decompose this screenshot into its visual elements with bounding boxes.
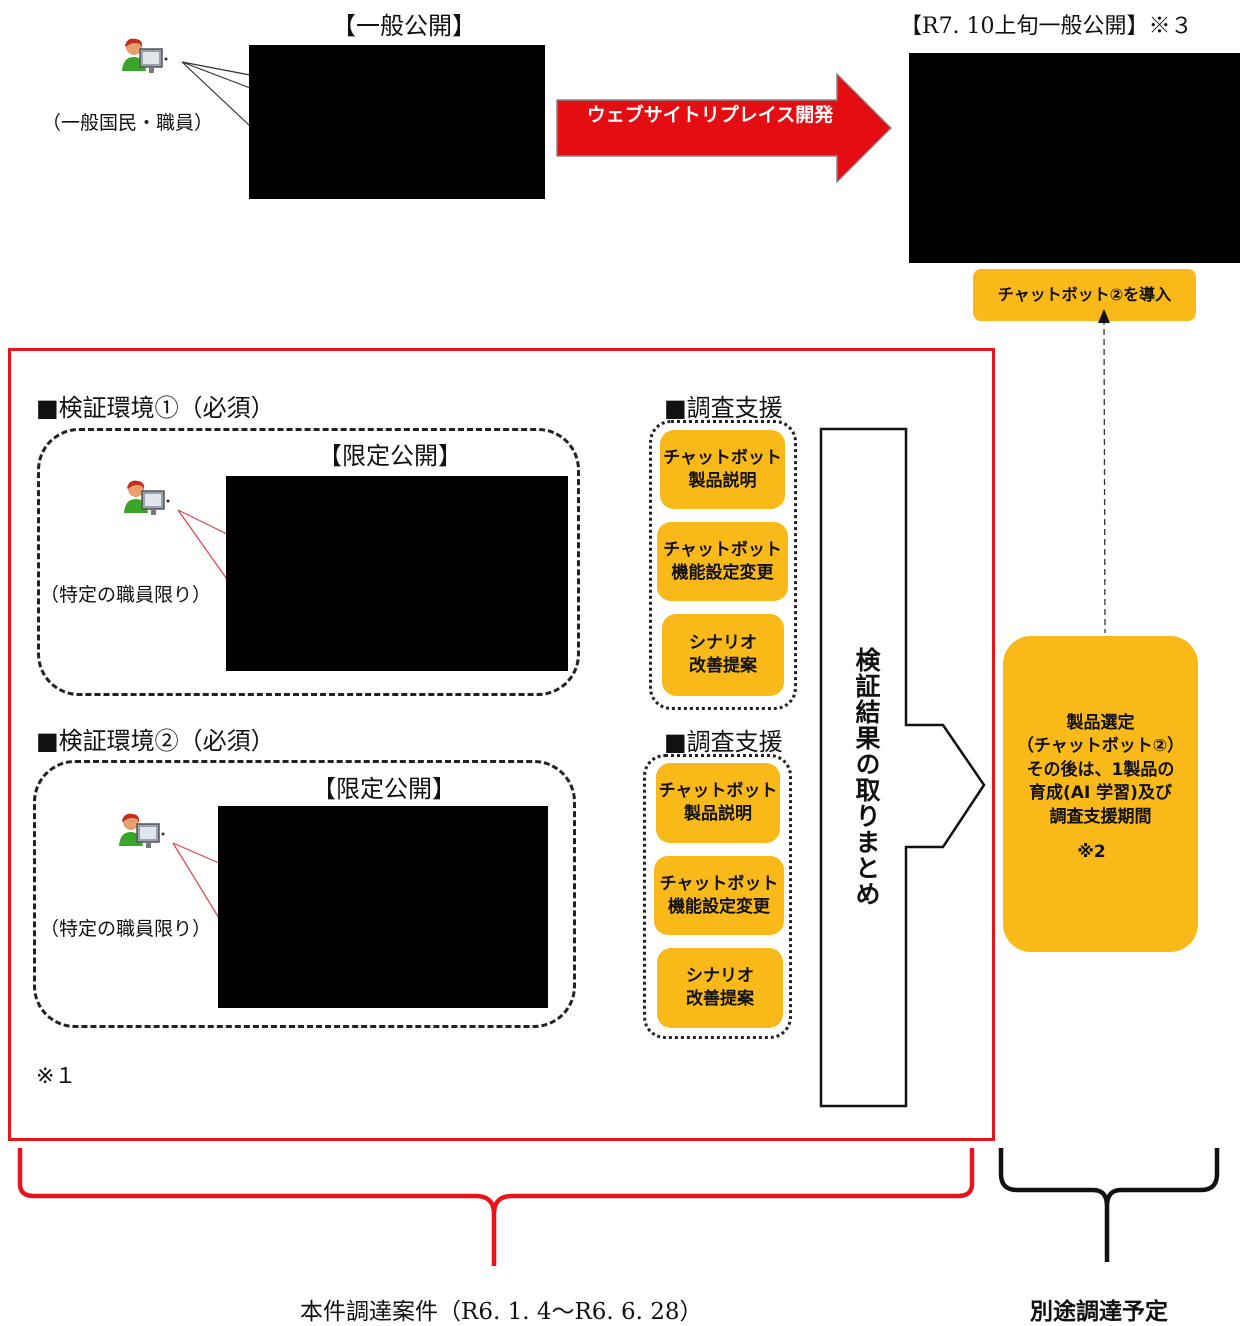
procurement-brace <box>17 1148 975 1266</box>
replace-arrow-label: ウェブサイトリプレイス開発 <box>586 104 834 126</box>
public-label: 【一般公開】 <box>332 12 476 40</box>
env1-container <box>37 428 580 696</box>
product-selection-box: 製品選定 （チャットボット②） その後は、1製品の 育成(AI 学習)及び 調査… <box>1003 636 1198 952</box>
env2-users-label: （特定の職員限り） <box>40 918 212 940</box>
env2-heading: ■検証環境②（必須） <box>36 727 275 755</box>
current-site-redacted <box>249 45 545 199</box>
support1-item-settings: チャットボット 機能設定変更 <box>657 522 788 601</box>
users-label-general: （一般国民・職員） <box>42 112 214 134</box>
future-site-redacted <box>909 53 1240 263</box>
summary-arrow <box>819 427 986 1108</box>
dashed-up-arrow <box>1098 309 1110 634</box>
chatbot2-intro-box: チャットボット②を導入 <box>973 269 1196 321</box>
user-computer-icon <box>118 812 166 849</box>
support2-group <box>643 754 792 1039</box>
env1-heading: ■検証環境①（必須） <box>36 394 275 422</box>
future-public-label: 【R7. 10上旬一般公開】※３ <box>900 14 1193 39</box>
support2-item-settings: チャットボット 機能設定変更 <box>654 856 784 935</box>
env2-site-redacted <box>218 806 548 1008</box>
procurement-scope-frame <box>8 348 995 1141</box>
replace-arrow <box>556 72 893 184</box>
env2-limited-label: 【限定公開】 <box>312 775 456 803</box>
user-computer-icon <box>123 479 171 516</box>
user-computer-icon <box>121 37 169 74</box>
note-1: ※１ <box>36 1064 77 1089</box>
support1-group <box>649 420 797 710</box>
env1-connection-lines <box>177 509 230 583</box>
support2-item-product: チャットボット 製品説明 <box>656 763 780 843</box>
env2-container <box>33 760 576 1028</box>
env1-limited-label: 【限定公開】 <box>318 442 462 470</box>
connection-lines <box>181 61 251 127</box>
product-selection-note: ※2 <box>1077 842 1106 863</box>
support2-item-scenario: シナリオ 改善提案 <box>657 948 783 1028</box>
support1-item-product: チャットボット 製品説明 <box>660 430 785 509</box>
env1-site-redacted <box>226 476 568 671</box>
separate-brace <box>998 1148 1220 1262</box>
support1-heading: ■調査支援 <box>664 394 783 422</box>
summary-arrow-label: 検証結果の取りまとめ <box>852 647 881 907</box>
support2-heading: ■調査支援 <box>664 728 783 756</box>
product-selection-text: 製品選定 （チャットボット②） その後は、1製品の 育成(AI 学習)及び 調査… <box>1016 713 1185 827</box>
env2-connection-lines <box>172 842 220 919</box>
support1-item-scenario: シナリオ 改善提案 <box>662 614 784 696</box>
env1-users-label: （特定の職員限り） <box>40 584 212 606</box>
